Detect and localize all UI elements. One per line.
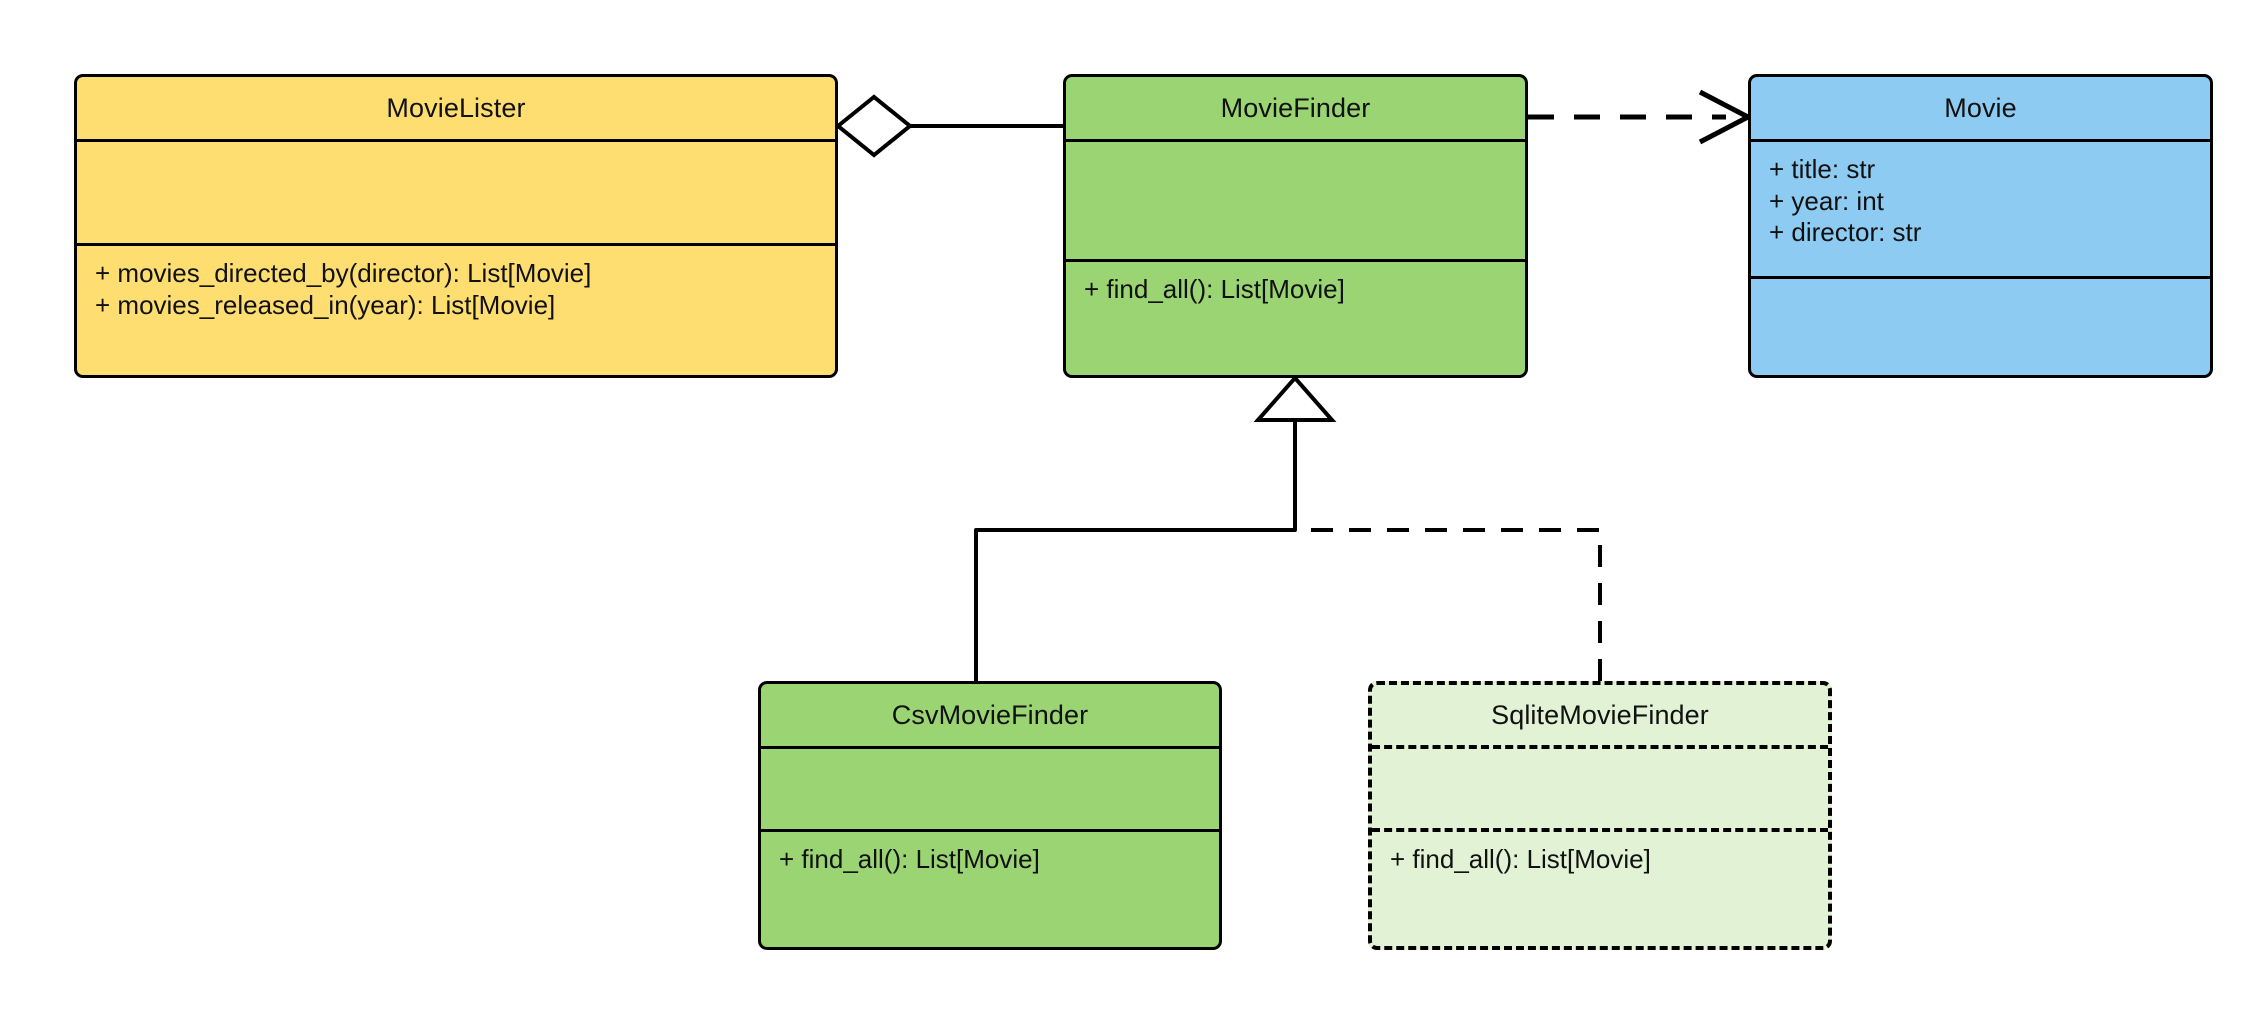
open-arrowhead-icon [1698, 89, 1754, 145]
hollow-diamond-icon [834, 94, 914, 158]
class-box-moviefinder[interactable]: MovieFinder + find_all(): List[Movie] [1063, 74, 1528, 378]
attributes-compartment-csvmoviefinder [761, 746, 1219, 829]
operation-item: + find_all(): List[Movie] [1084, 274, 1345, 304]
attribute-item: + year: int [1769, 185, 1884, 216]
operations-compartment-sqlitemoviefinder: + find_all(): List[Movie] [1372, 828, 1828, 946]
attributes-compartment-moviefinder [1066, 139, 1525, 259]
operations-compartment-movielister: + movies_directed_by(director): List[Mov… [77, 243, 835, 375]
class-name-csvmoviefinder: CsvMovieFinder [891, 699, 1089, 730]
relationship-generalization-sqlitemoviefinder-moviefinder[interactable] [1295, 528, 1602, 681]
class-box-movie[interactable]: Movie + title: str + year: int + directo… [1748, 74, 2213, 378]
operation-item: + movies_directed_by(director): List[Mov… [95, 258, 592, 288]
attribute-item: + title: str [1769, 154, 1876, 184]
operations-compartment-movie [1751, 276, 2210, 375]
class-box-sqlitemoviefinder[interactable]: SqliteMovieFinder + find_all(): List[Mov… [1368, 681, 1832, 950]
class-name-movie: Movie [1944, 92, 2017, 123]
class-name-sqlitemoviefinder: SqliteMovieFinder [1491, 699, 1709, 730]
operation-item: + find_all(): List[Movie] [1390, 844, 1651, 874]
class-box-csvmoviefinder[interactable]: CsvMovieFinder + find_all(): List[Movie] [758, 681, 1222, 950]
class-name-movielister: MovieLister [386, 92, 526, 123]
generalization-line-csv [974, 418, 1297, 681]
generalization-line-sqlite [1295, 528, 1602, 681]
attributes-compartment-movielister [77, 139, 835, 243]
class-box-movielister[interactable]: MovieLister + movies_directed_by(directo… [74, 74, 838, 378]
relationship-aggregation-movielister-moviefinder[interactable] [834, 94, 1063, 158]
attributes-compartment-sqlitemoviefinder [1372, 745, 1828, 828]
operation-item: + find_all(): List[Movie] [779, 844, 1040, 874]
attributes-compartment-movie: + title: str + year: int + director: str [1751, 139, 2210, 276]
hollow-triangle-icon [1253, 374, 1337, 422]
operations-compartment-csvmoviefinder: + find_all(): List[Movie] [761, 829, 1219, 947]
relationship-generalization-csvmoviefinder-moviefinder[interactable] [974, 418, 1297, 681]
relationship-dependency-moviefinder-movie[interactable] [1528, 89, 1754, 145]
operation-item: + movies_released_in(year): List[Movie] [95, 289, 556, 320]
class-name-moviefinder: MovieFinder [1220, 92, 1371, 123]
attribute-item: + director: str [1769, 217, 1922, 248]
operations-compartment-moviefinder: + find_all(): List[Movie] [1066, 259, 1525, 375]
